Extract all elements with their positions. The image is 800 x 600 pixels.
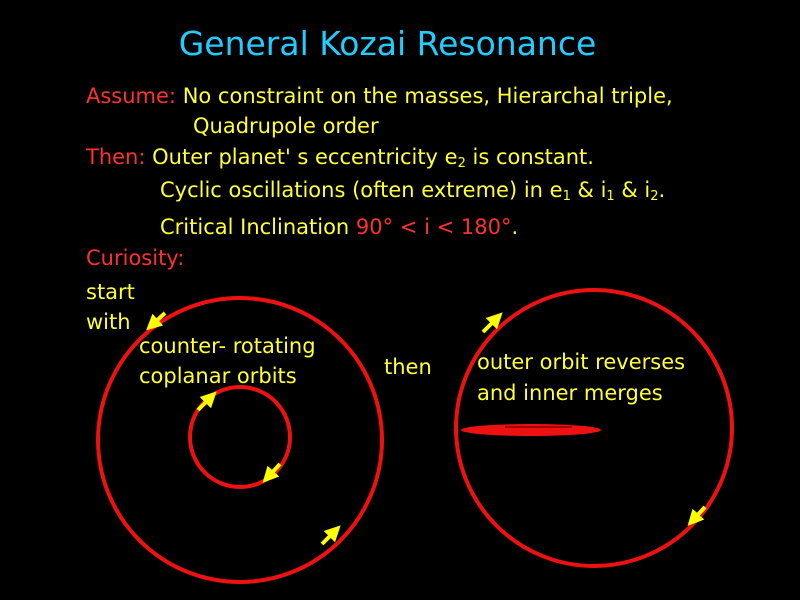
arrow-icon (146, 311, 167, 331)
arrow-icon (687, 505, 707, 526)
text: & i (570, 178, 607, 202)
then-line-2: Cyclic oscillations (often extreme) in e… (160, 178, 665, 204)
text: . (658, 178, 666, 202)
then-text-1: Outer planet' s eccentricity e (152, 145, 458, 169)
then-line-3: Critical Inclination 90° < i < 180°. (160, 215, 518, 239)
left-outer-orbit (96, 296, 384, 584)
subscript: 2 (650, 189, 659, 204)
text: . (511, 215, 519, 239)
left-inner-orbit (188, 385, 292, 489)
text: & i (614, 178, 651, 202)
left-caption-1: counter- rotating (139, 334, 316, 358)
assume-text-2: Quadrupole order (193, 114, 379, 138)
then-line: Then: Outer planet' s eccentricity e2 is… (86, 145, 594, 171)
slide-title: General Kozai Resonance (178, 24, 597, 63)
right-caption-2: and inner merges (477, 381, 663, 405)
with-text: with (86, 310, 131, 334)
assume-label: Assume: (86, 84, 177, 108)
left-caption-2: coplanar orbits (139, 364, 297, 388)
assume-line: Assume: No constraint on the masses, Hie… (86, 84, 673, 108)
subscript: 1 (606, 189, 615, 204)
critical-inclination-label: Critical Inclination (160, 215, 356, 239)
start-text: start (86, 280, 135, 304)
assume-text-1: No constraint on the masses, Hierarchal … (182, 84, 673, 108)
arrow-icon (320, 525, 341, 546)
right-outer-orbit (454, 288, 734, 568)
arrow-icon (262, 462, 282, 483)
arrow-icon (196, 391, 217, 412)
then-text-1-end: is constant. (465, 145, 594, 169)
inclination-range: 90° < i < 180° (355, 215, 512, 239)
merged-inner-orbit (461, 424, 601, 436)
curiosity-label: Curiosity: (86, 246, 185, 270)
right-caption-1: outer orbit reverses (477, 350, 686, 374)
subscript: 2 (457, 156, 466, 171)
then-label: Then: (86, 145, 146, 169)
then-text: then (384, 355, 432, 379)
then-text-2: Cyclic oscillations (often extreme) in e (160, 178, 563, 202)
arrow-icon (481, 312, 503, 334)
subscript: 1 (562, 189, 571, 204)
